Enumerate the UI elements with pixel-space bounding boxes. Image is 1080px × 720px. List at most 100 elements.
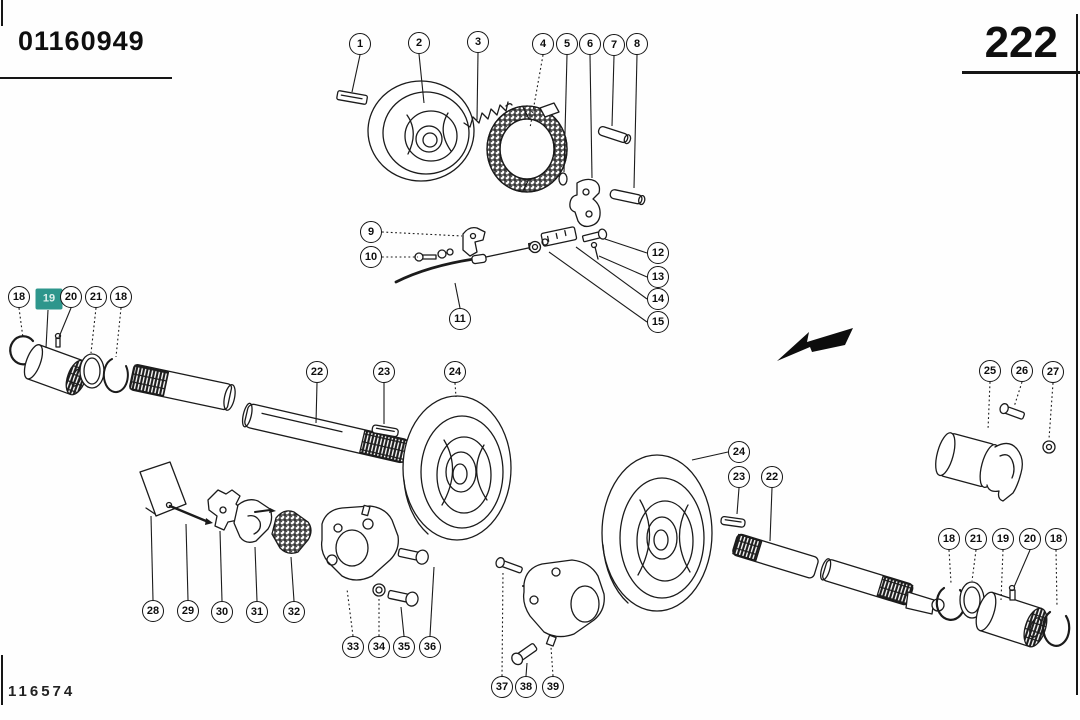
part-sleeve-19 (23, 344, 88, 396)
callout-6[interactable]: 6 (579, 33, 601, 55)
callout-18[interactable]: 18 (110, 286, 132, 308)
callout-23[interactable]: 23 (373, 361, 395, 383)
part-snap-ring-18d (1042, 610, 1071, 647)
callout-36[interactable]: 36 (419, 636, 441, 658)
callout-20[interactable]: 20 (1019, 528, 1041, 550)
callout-33[interactable]: 33 (342, 636, 364, 658)
part-pulley-24 (402, 395, 512, 541)
part-brake-drum-2 (367, 80, 475, 182)
callout-22[interactable]: 22 (306, 361, 328, 383)
callout-15[interactable]: 15 (647, 311, 669, 333)
callout-34[interactable]: 34 (368, 636, 390, 658)
part-pulley-24b (601, 454, 713, 612)
part-pin-29 (165, 501, 213, 525)
leader-line (575, 246, 648, 300)
part-bolt-36 (397, 547, 429, 565)
callout-20[interactable]: 20 (60, 286, 82, 308)
callout-32[interactable]: 32 (283, 601, 305, 623)
callout-8[interactable]: 8 (626, 33, 648, 55)
leader-line (18, 307, 24, 339)
callout-38[interactable]: 38 (515, 676, 537, 698)
leader-line (501, 570, 504, 677)
part-shaft-stub (129, 364, 236, 411)
callout-37[interactable]: 37 (491, 676, 513, 698)
callout-21[interactable]: 21 (85, 286, 107, 308)
direction-arrow-icon (777, 328, 853, 361)
leader-line (400, 606, 405, 637)
leader-line (550, 646, 554, 677)
callout-29[interactable]: 29 (177, 600, 199, 622)
callout-24[interactable]: 24 (444, 361, 466, 383)
leader-line (1013, 549, 1031, 588)
leader-line (1013, 381, 1023, 408)
callout-19-highlighted[interactable]: 19 (35, 288, 63, 310)
leader-line (219, 530, 223, 602)
leader-line (548, 251, 648, 323)
callout-35[interactable]: 35 (393, 636, 415, 658)
leader-line (563, 54, 568, 173)
callout-4[interactable]: 4 (532, 33, 554, 55)
callout-21[interactable]: 21 (965, 528, 987, 550)
page-border-left-bottom (1, 655, 3, 705)
part-clamp-25 (935, 432, 1023, 502)
leader-line (115, 307, 122, 358)
callout-9[interactable]: 9 (360, 221, 382, 243)
callout-11[interactable]: 11 (449, 308, 471, 330)
leader-line (351, 54, 361, 93)
part-caliper-39 (522, 559, 605, 647)
part-sleeve-19b (975, 591, 1048, 648)
leader-line (736, 487, 740, 515)
callout-23[interactable]: 23 (728, 466, 750, 488)
leader-line (633, 54, 638, 189)
callout-22[interactable]: 22 (761, 466, 783, 488)
callout-5[interactable]: 5 (556, 33, 578, 55)
callout-13[interactable]: 13 (647, 266, 669, 288)
part-nut-15 (528, 238, 549, 254)
document-number: 116574 (8, 683, 76, 700)
part-key-1 (336, 90, 368, 105)
callout-2[interactable]: 2 (408, 32, 430, 54)
callout-39[interactable]: 39 (542, 676, 564, 698)
callout-7[interactable]: 7 (603, 34, 625, 56)
callout-26[interactable]: 26 (1011, 360, 1033, 382)
part-plate-28 (139, 461, 187, 517)
part-bolt-26 (999, 403, 1025, 420)
callout-30[interactable]: 30 (211, 601, 233, 623)
callout-1[interactable]: 1 (349, 33, 371, 55)
callout-3[interactable]: 3 (467, 31, 489, 53)
part-spring-3 (463, 101, 513, 128)
callout-28[interactable]: 28 (142, 600, 164, 622)
part-ring-18b (102, 358, 129, 394)
header-rule-left (0, 77, 172, 79)
part-brake-lever-6 (569, 178, 601, 228)
callout-24[interactable]: 24 (728, 441, 750, 463)
part-screw-13 (590, 241, 599, 260)
leader-line (971, 549, 977, 582)
leader-line (418, 53, 425, 104)
callout-18[interactable]: 18 (8, 286, 30, 308)
callout-18[interactable]: 18 (938, 528, 960, 550)
part-bolt-20 (54, 332, 62, 348)
callout-14[interactable]: 14 (647, 288, 669, 310)
part-pin-7 (597, 125, 632, 145)
callout-10[interactable]: 10 (360, 246, 382, 268)
callout-12[interactable]: 12 (647, 242, 669, 264)
leader-line (454, 282, 461, 309)
leader-line (150, 515, 154, 601)
leader-line (45, 309, 49, 349)
leader-line (429, 566, 435, 637)
callout-18[interactable]: 18 (1045, 528, 1067, 550)
leader-line (948, 549, 952, 584)
leader-line (1048, 382, 1054, 440)
callout-19[interactable]: 19 (992, 528, 1014, 550)
callout-31[interactable]: 31 (246, 601, 268, 623)
part-shaft-22 (241, 402, 410, 464)
callout-27[interactable]: 27 (1042, 361, 1064, 383)
leader-line (346, 588, 354, 637)
leader-line (454, 382, 457, 398)
callout-25[interactable]: 25 (979, 360, 1001, 382)
part-bolt-20b (1008, 584, 1016, 601)
